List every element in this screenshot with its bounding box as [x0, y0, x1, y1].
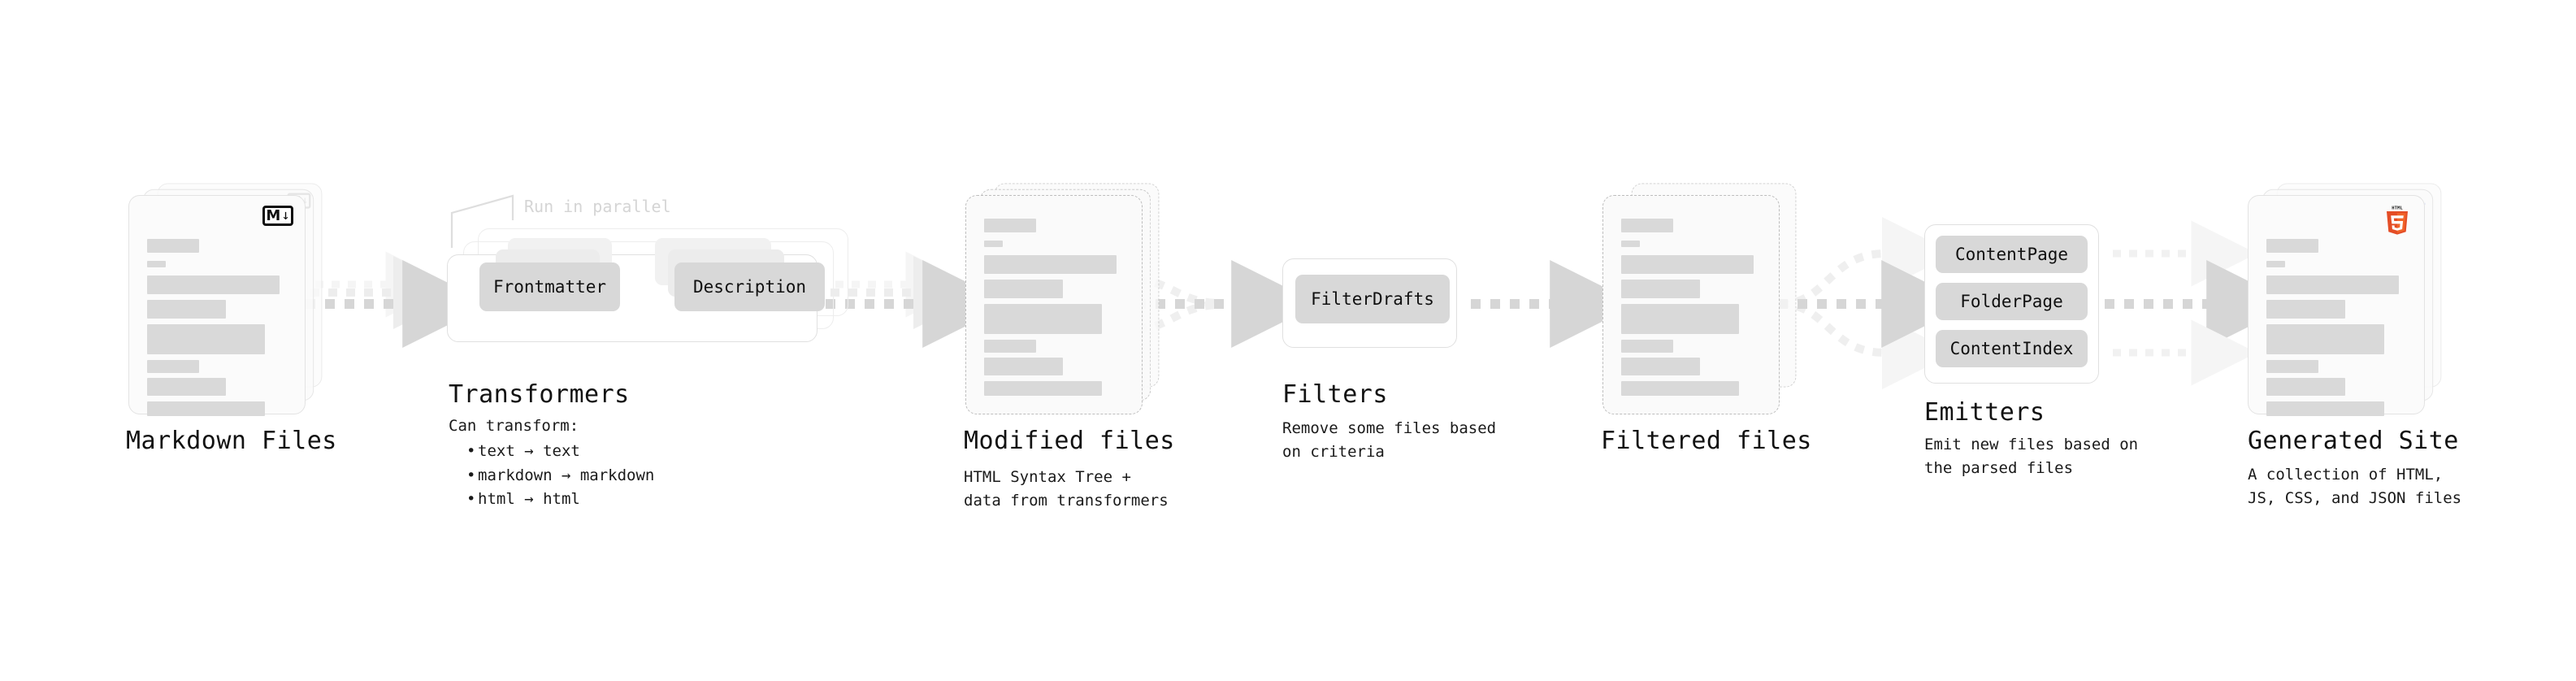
skeleton-bar	[984, 304, 1102, 334]
transformers-group: Run in parallel Frontmatter Description	[447, 197, 853, 354]
transformer-chip-description[interactable]: Description	[674, 262, 825, 311]
transformers-title: Transformers	[449, 380, 630, 409]
transformers-bullet-text: html → html	[478, 490, 580, 509]
emitters-title: Emitters	[1924, 398, 2045, 427]
skeleton-bar	[2266, 300, 2345, 319]
transformers-desc-line: Can transform:	[449, 417, 579, 435]
generated-site-title: Generated Site	[2248, 427, 2459, 455]
skeleton-bar	[984, 280, 1063, 298]
transformer-chip-frontmatter[interactable]: Frontmatter	[479, 262, 620, 311]
skeleton-bar	[147, 275, 280, 294]
generated-file-card-front: HTML	[2248, 195, 2425, 416]
markdown-icon: M↓	[262, 206, 293, 226]
filters-title: Filters	[1282, 380, 1388, 409]
skeleton-bar	[984, 358, 1063, 375]
skeleton-bar	[147, 261, 166, 267]
skeleton-bar	[984, 381, 1102, 396]
skeleton-bar	[147, 360, 199, 373]
skeleton-bar	[2266, 360, 2318, 373]
transformers-bullet: •markdown → markdown	[466, 466, 655, 484]
skeleton-bar	[2266, 401, 2384, 416]
skeleton-bar	[147, 401, 265, 416]
skeleton-bar	[984, 255, 1117, 274]
generated-site-stack: CSS HTML	[2248, 183, 2491, 439]
filter-chip-filterdrafts[interactable]: FilterDrafts	[1295, 275, 1450, 323]
skeleton-bar	[1621, 304, 1739, 334]
markdown-icon-letter: M	[266, 206, 281, 224]
transformers-bullet-text: markdown → markdown	[478, 466, 655, 484]
skeleton-bar	[1621, 381, 1739, 396]
transformers-bullet: •html → html	[466, 490, 580, 509]
markdown-files-title: Markdown Files	[126, 427, 337, 455]
skeleton-bar	[2266, 261, 2285, 267]
filtered-file-card-front	[1602, 195, 1780, 414]
run-in-parallel-label: Run in parallel	[524, 197, 671, 216]
markdown-file-card-front: M↓	[128, 195, 306, 416]
emitter-chip-contentindex[interactable]: ContentIndex	[1936, 330, 2088, 367]
modified-files-stack	[965, 183, 1209, 439]
skeleton-bar	[147, 239, 199, 253]
modified-files-title: Modified files	[964, 427, 1175, 455]
skeleton-bar	[1621, 255, 1754, 274]
skeleton-bar	[2266, 324, 2384, 354]
skeleton-bar	[984, 219, 1036, 232]
modified-files-description: HTML Syntax Tree + data from transformer…	[964, 468, 1169, 510]
skeleton-bar	[984, 241, 1003, 247]
skeleton-bar	[147, 300, 226, 319]
emitter-chip-folderpage[interactable]: FolderPage	[1936, 283, 2088, 320]
skeleton-bar	[2266, 239, 2318, 253]
emitters-description: Emit new files based on the parsed files	[1924, 436, 2139, 477]
html5-icon: HTML	[2383, 204, 2411, 236]
filtered-files-title: Filtered files	[1601, 427, 1812, 455]
svg-text:HTML: HTML	[2392, 206, 2403, 210]
transformers-bullet-text: text → text	[478, 442, 580, 461]
filters-description: Remove some files based on criteria	[1282, 419, 1497, 461]
generated-site-description: A collection of HTML, JS, CSS, and JSON …	[2248, 466, 2462, 507]
skeleton-bar	[984, 340, 1036, 353]
skeleton-bar	[1621, 241, 1640, 247]
transformers-description: Can transform: •text → text •markdown → …	[449, 414, 654, 512]
markdown-files-stack: M↓ M↓ M↓	[128, 183, 372, 439]
skeleton-bar	[1621, 340, 1673, 353]
filters-group: FilterDrafts	[1282, 258, 1457, 348]
skeleton-bar	[1621, 219, 1673, 232]
modified-file-card-front	[965, 195, 1143, 414]
emitter-chip-contentpage[interactable]: ContentPage	[1936, 236, 2088, 273]
emitters-group: ContentPage FolderPage ContentIndex	[1924, 224, 2099, 384]
skeleton-bar	[2266, 378, 2345, 396]
skeleton-bar	[1621, 358, 1700, 375]
transformers-bullet: •text → text	[466, 442, 580, 461]
markdown-icon-arrow: ↓	[281, 207, 290, 223]
skeleton-bar	[1621, 280, 1700, 298]
filtered-files-stack	[1602, 183, 1846, 439]
skeleton-bar	[147, 378, 226, 396]
skeleton-bar	[147, 324, 265, 354]
skeleton-bar	[2266, 275, 2399, 294]
connector-emitters-to-site	[2105, 220, 2295, 386]
